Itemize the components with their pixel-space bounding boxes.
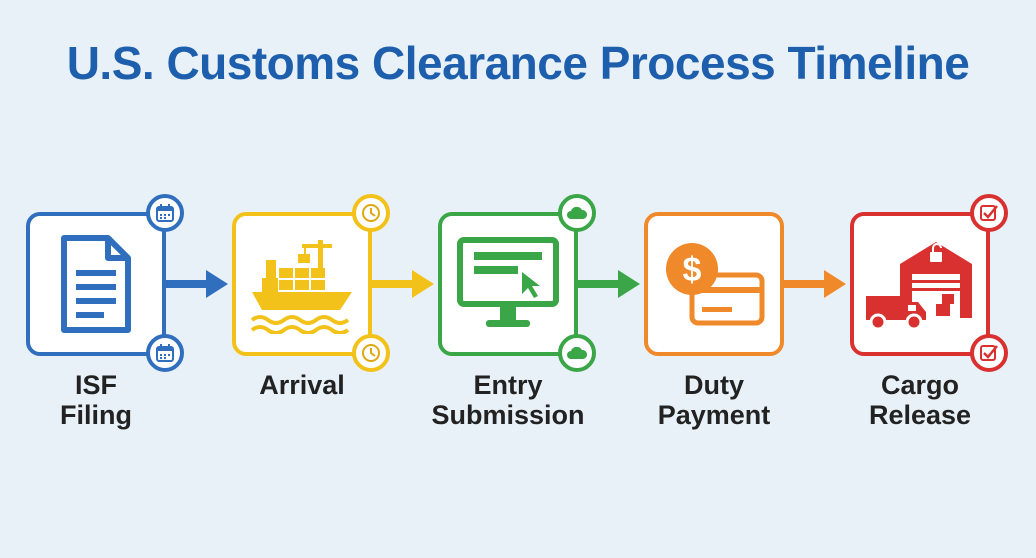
cloud-icon <box>558 334 596 372</box>
label-line-2: Submission <box>431 400 585 430</box>
step-box <box>850 212 990 356</box>
page-title: U.S. Customs Clearance Process Timeline <box>66 37 970 89</box>
label-line-2: Payment <box>657 400 771 430</box>
arrow-right-icon <box>166 270 228 298</box>
step-box <box>26 212 166 356</box>
step-label-arrival: Arrival <box>202 370 402 400</box>
step-box <box>232 212 372 356</box>
step-box: $ <box>644 212 784 356</box>
step-cargo-release <box>850 194 1008 372</box>
step-entry-submission <box>438 194 596 372</box>
clock-icon <box>352 194 390 232</box>
step-box <box>438 212 578 356</box>
label-line-1: Cargo <box>880 370 959 400</box>
step-isf-filing <box>26 194 184 372</box>
calendar-icon <box>146 334 184 372</box>
step-label-entry-submission: Entry Submission <box>408 370 608 430</box>
calendar-icon <box>146 194 184 232</box>
arrow-right-icon <box>578 270 640 298</box>
clock-icon <box>352 334 390 372</box>
dollar-card-icon: $ <box>666 243 765 326</box>
cargo-ship-icon <box>250 240 352 334</box>
step-label-duty-payment: Duty Payment <box>614 370 814 430</box>
step-arrival <box>232 194 390 372</box>
label-line-1: Arrival <box>259 370 345 400</box>
label-line-1: ISF <box>74 370 117 400</box>
step-label-isf-filing: ISF Filing <box>0 370 196 430</box>
label-line-2: Release <box>868 400 972 430</box>
arrow-right-icon <box>784 270 846 298</box>
cloud-icon <box>558 194 596 232</box>
svg-text:$: $ <box>683 251 702 289</box>
computer-monitor-icon <box>457 237 559 327</box>
step-duty-payment: $ <box>644 212 784 356</box>
checkbox-icon <box>970 334 1008 372</box>
label-line-2: Filing <box>60 400 132 430</box>
step-label-cargo-release: Cargo Release <box>820 370 1020 430</box>
checkbox-icon <box>970 194 1008 232</box>
document-icon <box>61 235 131 333</box>
arrow-right-icon <box>372 270 434 298</box>
label-line-1: Entry <box>473 370 543 400</box>
label-line-1: Duty <box>684 370 744 400</box>
warehouse-truck-icon <box>866 242 972 331</box>
